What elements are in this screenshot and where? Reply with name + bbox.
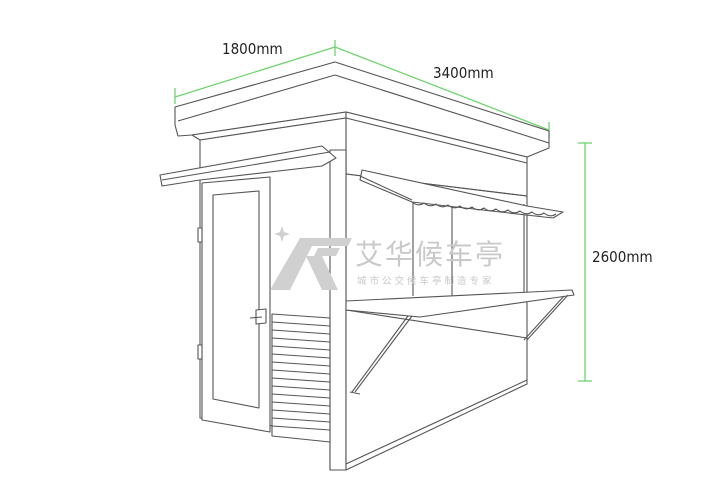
watermark-title: 艾华候车亭 <box>355 238 505 271</box>
length-label: 3400mm <box>433 64 494 82</box>
counter-shelf <box>345 289 575 318</box>
brace-right <box>526 294 569 341</box>
height-label: 2600mm <box>592 248 653 266</box>
left-awning-edge <box>161 151 331 181</box>
door-glass <box>212 190 260 409</box>
watermark: 艾华候车亭 城市公交候车亭制造专家 <box>270 226 505 290</box>
right-wall-lower <box>345 309 528 471</box>
corner-post <box>329 149 347 471</box>
right-canopy <box>359 169 564 219</box>
dimension-lines <box>174 40 592 382</box>
kiosk-structure <box>159 61 575 471</box>
door-handle <box>255 308 267 325</box>
brace-left-2 <box>351 315 409 393</box>
canopy-scallops <box>411 201 557 217</box>
sign-band-inner <box>345 117 528 164</box>
brace-foot <box>349 391 361 395</box>
door-handle-bar <box>249 316 263 319</box>
right-wall-base <box>345 379 528 465</box>
brace-left <box>354 315 413 393</box>
width-dimension-line <box>174 46 336 98</box>
louver-slats <box>271 321 331 431</box>
canopy-arm <box>359 175 413 201</box>
roof-edge-line <box>177 74 336 122</box>
watermark-subtitle: 城市公交候车亭制造专家 <box>357 275 495 287</box>
width-label: 1800mm <box>222 40 283 58</box>
brace-right-2 <box>523 295 565 341</box>
length-dimension-line <box>334 46 550 131</box>
roof-edge-line-2 <box>334 74 550 144</box>
hinge-top <box>197 227 203 243</box>
louver-panel <box>271 313 331 443</box>
watermark-logo-icon <box>270 226 352 290</box>
hinge-bottom <box>197 344 203 360</box>
